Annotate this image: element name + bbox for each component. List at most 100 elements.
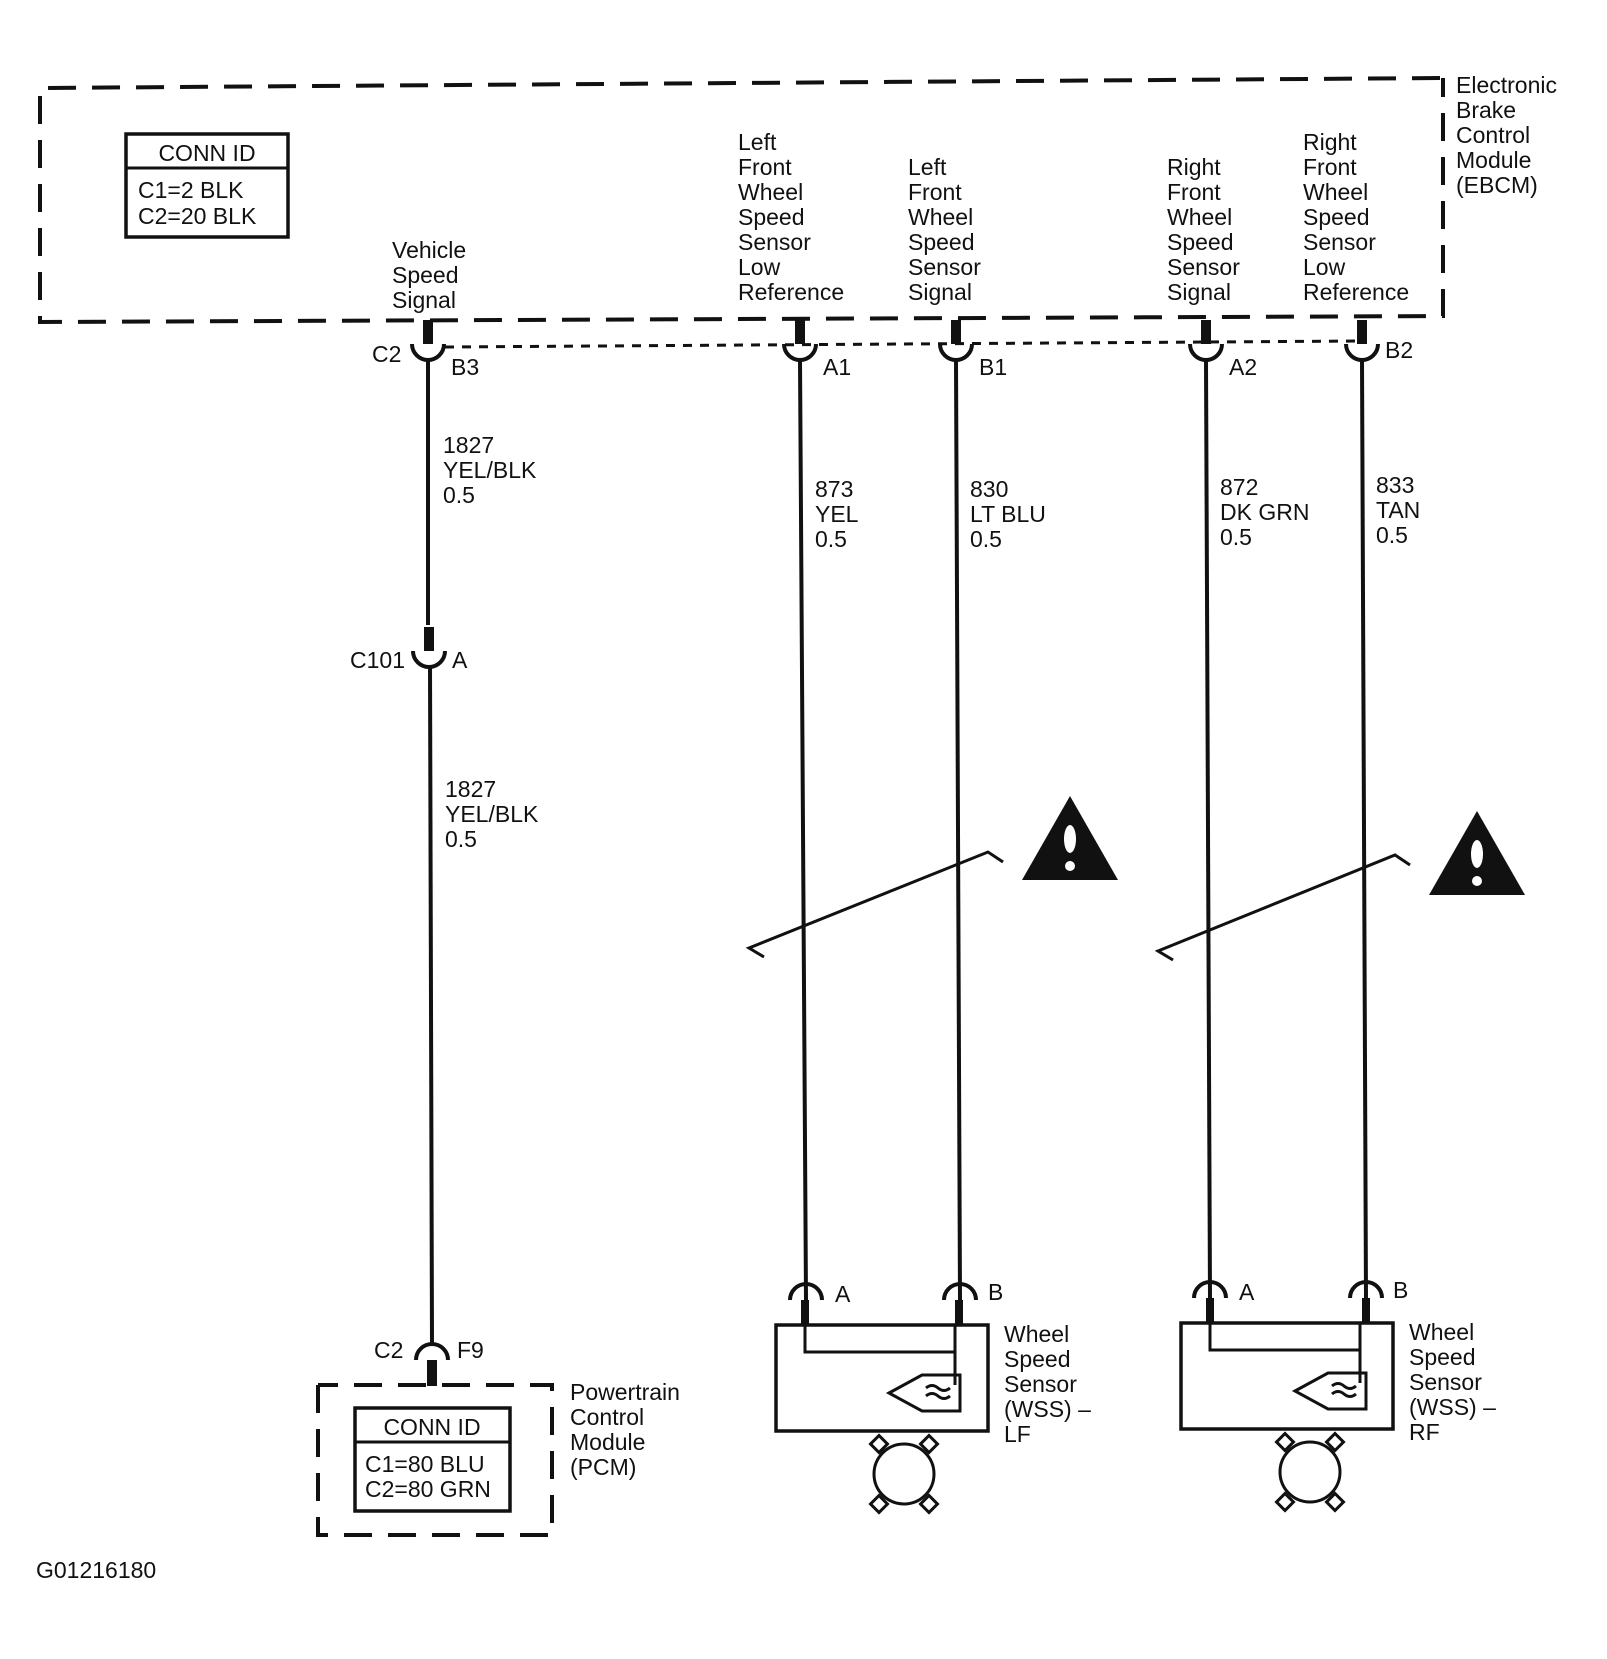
svg-text:Sensor: Sensor bbox=[1004, 1371, 1077, 1397]
svg-text:Speed: Speed bbox=[1167, 229, 1234, 255]
svg-text:1827: 1827 bbox=[443, 432, 494, 458]
warning-icon bbox=[1022, 796, 1118, 880]
pcm-outline bbox=[316, 1383, 554, 1537]
svg-text:Right: Right bbox=[1167, 154, 1221, 180]
connector-c101-pin-label: A bbox=[452, 647, 468, 673]
svg-text:YEL/BLK: YEL/BLK bbox=[443, 457, 537, 483]
svg-text:Sensor: Sensor bbox=[1409, 1369, 1482, 1395]
svg-text:Front: Front bbox=[1167, 179, 1221, 205]
svg-text:Wheel: Wheel bbox=[1167, 204, 1232, 230]
wire-label-830: 830 LT BLU 0.5 bbox=[970, 476, 1046, 552]
svg-text:0.5: 0.5 bbox=[970, 526, 1002, 552]
svg-text:TAN: TAN bbox=[1376, 497, 1420, 523]
svg-text:Signal: Signal bbox=[1167, 279, 1231, 305]
ebcm-conn-id-c2: C2=20 BLK bbox=[138, 203, 257, 229]
svg-text:0.5: 0.5 bbox=[1376, 522, 1408, 548]
svg-text:LT BLU: LT BLU bbox=[970, 501, 1046, 527]
sensor-lf-pin-a-label: A bbox=[835, 1281, 851, 1307]
svg-text:Speed: Speed bbox=[392, 262, 459, 288]
svg-text:Wheel: Wheel bbox=[908, 204, 973, 230]
pcm-connector-label: C2 bbox=[374, 1337, 403, 1363]
svg-text:Sensor: Sensor bbox=[1303, 229, 1376, 255]
svg-text:Powertrain: Powertrain bbox=[570, 1379, 680, 1405]
svg-text:Sensor: Sensor bbox=[908, 254, 981, 280]
wire-872 bbox=[1204, 359, 1212, 1301]
svg-text:Speed: Speed bbox=[908, 229, 975, 255]
svg-text:LF: LF bbox=[1004, 1421, 1031, 1447]
svg-text:Left: Left bbox=[908, 154, 947, 180]
pin-b1-label: B1 bbox=[979, 354, 1007, 380]
connector-c2-label: C2 bbox=[372, 341, 401, 367]
svg-text:Right: Right bbox=[1303, 129, 1357, 155]
svg-text:872: 872 bbox=[1220, 474, 1258, 500]
svg-text:Control: Control bbox=[570, 1404, 644, 1430]
twisted-pair-lf bbox=[745, 850, 1004, 959]
svg-text:YEL/BLK: YEL/BLK bbox=[445, 801, 539, 827]
svg-text:Speed: Speed bbox=[1409, 1344, 1476, 1370]
wire-label-873: 873 YEL 0.5 bbox=[815, 476, 859, 552]
sensor-rf-pin-b-label: B bbox=[1393, 1277, 1408, 1303]
ebcm-conn-id-table: CONN ID C1=2 BLK C2=20 BLK bbox=[124, 132, 290, 239]
pcm-title: Powertrain Control Module (PCM) bbox=[570, 1379, 680, 1480]
pcm-conn-id-c2: C2=80 GRN bbox=[365, 1476, 491, 1502]
wire-833 bbox=[1360, 359, 1368, 1301]
sensor-rf-pin-a-label: A bbox=[1239, 1279, 1255, 1305]
pcm-module: C2 F9 CONN ID C1=80 BLU C2=80 GRN Powert… bbox=[316, 1337, 680, 1537]
svg-text:Module: Module bbox=[570, 1429, 645, 1455]
connector-c101-label: C101 bbox=[350, 647, 405, 673]
ebcm-pin-b1: B1 bbox=[938, 320, 1007, 380]
svg-text:Front: Front bbox=[738, 154, 792, 180]
ebcm-conn-id-c1: C1=2 BLK bbox=[138, 177, 244, 203]
svg-text:Signal: Signal bbox=[392, 287, 456, 313]
ebcm-title-line-4: Module bbox=[1456, 147, 1531, 173]
wire-873 bbox=[798, 359, 808, 1301]
svg-text:Signal: Signal bbox=[908, 279, 972, 305]
pcm-pin-f9: C2 F9 bbox=[374, 1337, 484, 1386]
ebcm-conn-id-border bbox=[124, 132, 290, 239]
wheel-icon bbox=[1274, 1431, 1346, 1513]
pin-label-lf-low-reference: Left Front Wheel Speed Sensor Low Refere… bbox=[738, 129, 844, 305]
pin-b3-label: B3 bbox=[451, 354, 479, 380]
pcm-pin-label: F9 bbox=[457, 1337, 484, 1363]
pin-label-vehicle-speed-signal: Vehicle Speed Signal bbox=[392, 237, 466, 313]
svg-text:Front: Front bbox=[908, 179, 962, 205]
ebcm-title-line-3: Control bbox=[1456, 122, 1530, 148]
svg-text:Sensor: Sensor bbox=[1167, 254, 1240, 280]
sensor-lf-title: Wheel Speed Sensor (WSS) – LF bbox=[1004, 1321, 1091, 1447]
ebcm-title-line-5: (EBCM) bbox=[1456, 172, 1538, 198]
pcm-conn-id-header: CONN ID bbox=[383, 1414, 480, 1440]
ebcm-outline bbox=[38, 76, 1445, 325]
ebcm-title-line-2: Brake bbox=[1456, 97, 1516, 123]
svg-text:Vehicle: Vehicle bbox=[392, 237, 466, 263]
pin-label-rf-signal: Right Front Wheel Speed Sensor Signal bbox=[1167, 154, 1240, 305]
ebcm-conn-id-header: CONN ID bbox=[158, 140, 255, 166]
svg-text:Wheel: Wheel bbox=[1004, 1321, 1069, 1347]
wire-label-872: 872 DK GRN 0.5 bbox=[1220, 474, 1309, 550]
svg-text:Reference: Reference bbox=[738, 279, 844, 305]
svg-text:DK GRN: DK GRN bbox=[1220, 499, 1309, 525]
svg-text:0.5: 0.5 bbox=[815, 526, 847, 552]
svg-text:RF: RF bbox=[1409, 1419, 1440, 1445]
svg-text:Sensor: Sensor bbox=[738, 229, 811, 255]
sensor-lf-body bbox=[774, 1323, 990, 1433]
figure-id: G01216180 bbox=[36, 1557, 156, 1583]
svg-text:Left: Left bbox=[738, 129, 777, 155]
svg-text:(PCM): (PCM) bbox=[570, 1454, 636, 1480]
wheel-icon bbox=[868, 1433, 940, 1515]
ebcm-pin-a1: A1 bbox=[782, 320, 851, 380]
svg-text:Wheel: Wheel bbox=[1303, 179, 1368, 205]
svg-text:833: 833 bbox=[1376, 472, 1414, 498]
pin-a1-label: A1 bbox=[823, 354, 851, 380]
svg-text:873: 873 bbox=[815, 476, 853, 502]
warning-icon bbox=[1429, 811, 1525, 895]
sensor-rf-body bbox=[1179, 1321, 1395, 1431]
svg-text:Low: Low bbox=[738, 254, 781, 280]
svg-text:0.5: 0.5 bbox=[445, 826, 477, 852]
svg-text:(WSS) –: (WSS) – bbox=[1004, 1396, 1091, 1422]
pin-label-lf-signal: Left Front Wheel Speed Sensor Signal bbox=[908, 154, 981, 305]
wire-1827-lower bbox=[428, 664, 434, 1346]
svg-text:Wheel: Wheel bbox=[1409, 1319, 1474, 1345]
svg-text:0.5: 0.5 bbox=[1220, 524, 1252, 550]
svg-text:Wheel: Wheel bbox=[738, 179, 803, 205]
